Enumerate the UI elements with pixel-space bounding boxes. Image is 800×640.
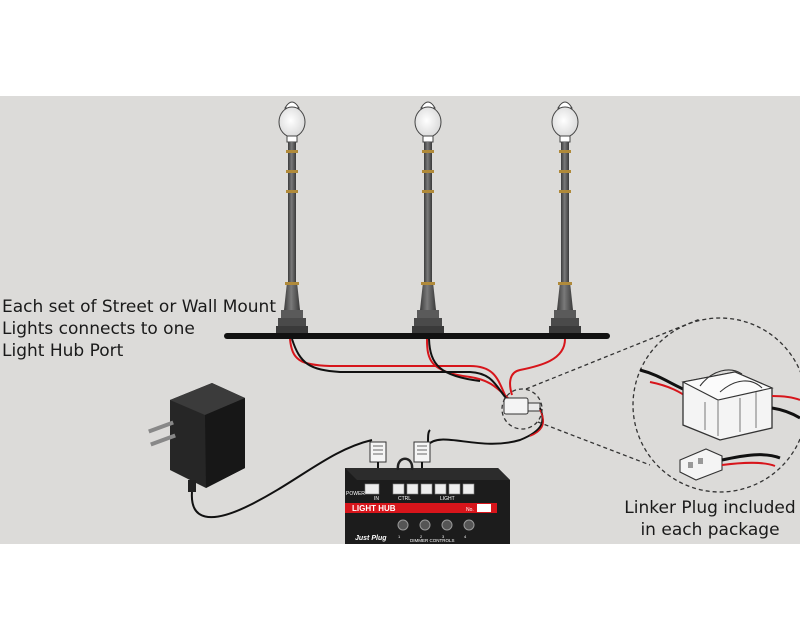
light-hub-icon: POWER IN CTRL LIGHT LIGHT HUB No. 1 2 3 …	[345, 457, 510, 544]
caption-line: Light Hub Port	[2, 341, 124, 361]
caption-line: Linker Plug included	[624, 498, 796, 518]
power-adapter-icon	[148, 383, 373, 519]
hub-in-label: IN	[374, 496, 379, 502]
knob-number-3: 3	[442, 534, 445, 539]
hub-light-label: LIGHT	[440, 496, 455, 502]
caption-line: Each set of Street or Wall Mount	[2, 297, 276, 317]
linker-plug-icon	[427, 397, 544, 446]
knob-number-2: 2	[420, 534, 423, 539]
lamp-wires	[289, 338, 566, 399]
hub-no-label: No.	[466, 507, 474, 513]
dimmer-knobs	[397, 519, 475, 531]
street-lamp-icon	[276, 101, 308, 333]
mounting-board	[224, 333, 610, 339]
street-lamps	[276, 101, 581, 333]
caption-line: in each package	[640, 520, 780, 540]
street-lamp-icon	[549, 101, 581, 333]
hub-power-label: POWER	[346, 491, 365, 497]
hub-number-box	[477, 504, 491, 512]
magnifier-callout	[501, 317, 800, 493]
hub-port-caption: Each set of Street or Wall Mount Lights …	[2, 296, 302, 362]
knob-number-4: 4	[464, 534, 467, 539]
hub-ctrl-label: CTRL	[398, 496, 411, 502]
magnified-linker-plug-icon	[639, 368, 800, 481]
knob-number-1: 1	[398, 534, 401, 539]
caption-line: Lights connects to one	[2, 319, 195, 339]
hub-dimmer-label: DIMMER CONTROLS	[410, 538, 455, 543]
hub-red-bar	[345, 503, 497, 513]
street-lamp-icon	[412, 101, 444, 333]
hub-brand: Just Plug	[355, 535, 387, 542]
hub-title: LIGHT HUB	[352, 504, 396, 513]
linker-plug-caption: Linker Plug included in each package	[620, 497, 800, 541]
